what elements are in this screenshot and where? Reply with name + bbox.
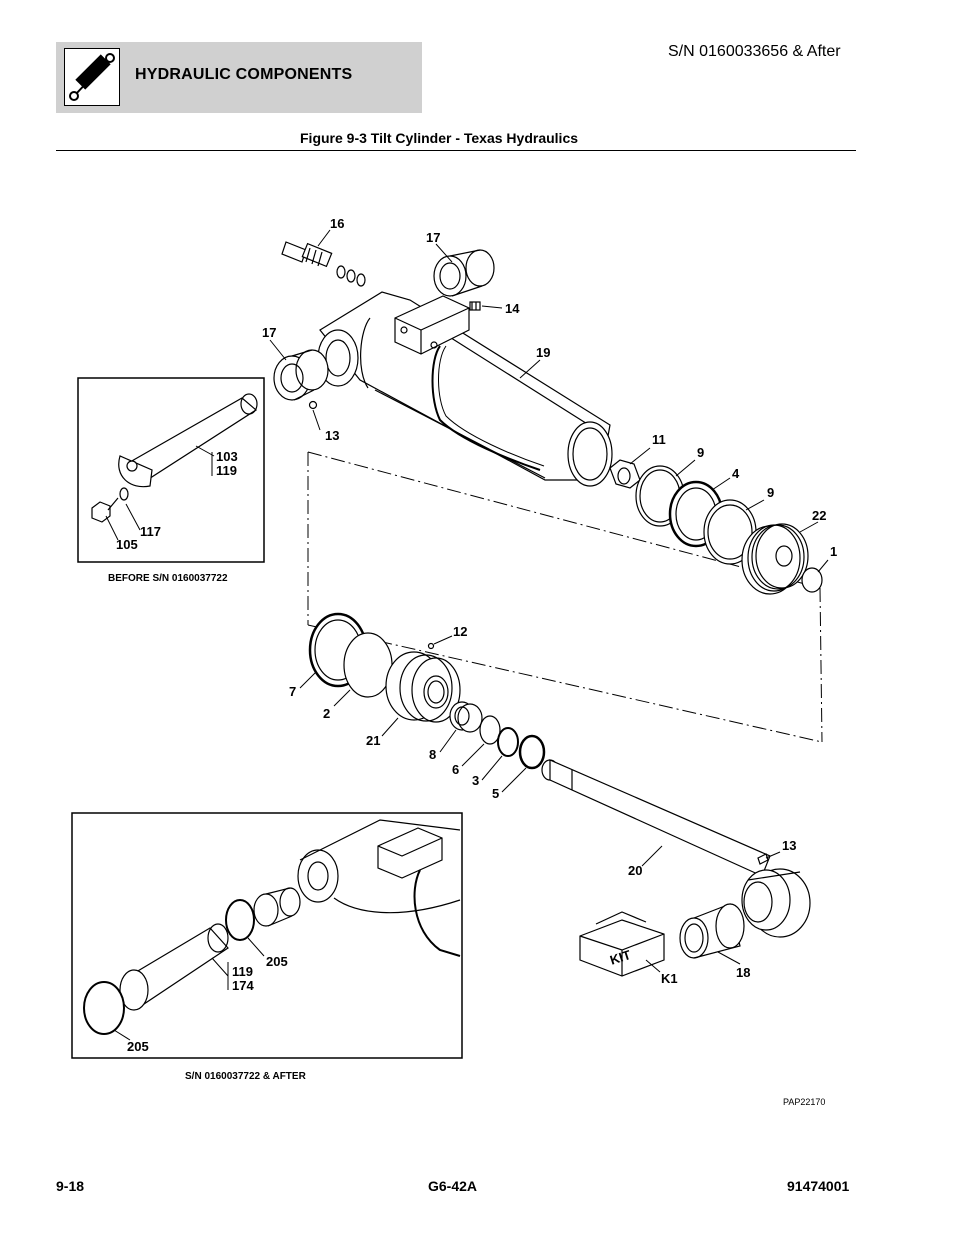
wiper-5 <box>518 734 546 770</box>
document-number: 91474001 <box>787 1178 850 1194</box>
part-callouts: 16 17 14 17 19 13 11 9 4 9 22 1 12 7 2 2… <box>116 216 837 1054</box>
callout-13-upper: 13 <box>325 428 339 443</box>
callout-21: 21 <box>366 733 380 748</box>
callout-22: 22 <box>812 508 826 523</box>
kit-label: KIT <box>608 947 633 968</box>
snap-ring-205b <box>83 981 125 1035</box>
callout-13-rod: 13 <box>782 838 796 853</box>
piston <box>741 523 809 595</box>
piston-nut <box>609 459 641 489</box>
cylinder-head <box>385 651 461 723</box>
callout-105: 105 <box>116 537 138 552</box>
callout-117: 117 <box>140 524 161 539</box>
snap-ring-205a <box>225 899 255 941</box>
rod-end-bushing <box>679 903 745 959</box>
model-number: G6-42A <box>428 1178 478 1194</box>
bushing-left <box>273 349 329 401</box>
grease-fitting <box>469 301 481 311</box>
seal-kit-box <box>579 911 665 977</box>
callout-19: 19 <box>536 345 550 360</box>
barrel-detail <box>297 819 461 957</box>
pin-after <box>119 923 229 1011</box>
grease-fitting-rod <box>757 853 769 865</box>
callout-12: 12 <box>453 624 467 639</box>
hydraulic-cylinder-icon <box>64 48 120 106</box>
inset-before-frame <box>77 377 265 563</box>
rod-seal-6 <box>479 715 501 745</box>
page-number: 9-18 <box>56 1178 85 1194</box>
callout-18: 18 <box>736 965 750 980</box>
callout-20: 20 <box>628 863 642 878</box>
piston-rod <box>541 759 811 938</box>
rod-bushing-8 <box>449 701 483 733</box>
drawing-id: PAP22170 <box>783 1097 826 1107</box>
callout-11: 11 <box>652 432 666 447</box>
callout-119-before: 119 <box>216 463 237 478</box>
callout-6: 6 <box>452 762 459 777</box>
figure-title: Figure 9-3 Tilt Cylinder - Texas Hydraul… <box>300 130 579 146</box>
inset-before-caption: BEFORE S/N 0160037722 <box>108 573 228 584</box>
grease-fitting-lower <box>308 400 318 410</box>
inset-after-caption: S/N 0160037722 & AFTER <box>185 1071 306 1082</box>
callout-7: 7 <box>289 684 296 699</box>
section-header: HYDRAULIC COMPONENTS <box>56 42 422 113</box>
callout-9-first: 9 <box>697 445 704 460</box>
callout-205-lower: 205 <box>127 1039 149 1054</box>
bolt-105 <box>91 497 119 523</box>
inset-after-frame <box>71 812 463 1059</box>
callout-1: 1 <box>830 544 837 559</box>
callout-3: 3 <box>472 773 479 788</box>
o-ring-2 <box>343 632 393 698</box>
relief-valve-cartridge <box>281 241 366 287</box>
leader-lines <box>105 229 829 1041</box>
callout-17-left: 17 <box>262 325 276 340</box>
callout-4: 4 <box>732 466 740 481</box>
bushing-after <box>253 887 301 927</box>
pin-with-plate <box>118 393 258 488</box>
callout-174: 174 <box>232 978 254 993</box>
callout-2: 2 <box>323 706 330 721</box>
cylinder-barrel <box>317 291 613 487</box>
section-title: HYDRAULIC COMPONENTS <box>135 66 353 83</box>
callout-14: 14 <box>505 301 520 316</box>
callout-8: 8 <box>429 747 436 762</box>
backup-ring-3 <box>497 727 519 757</box>
callout-k1: K1 <box>661 971 678 986</box>
callout-17-upper: 17 <box>426 230 440 245</box>
callout-205-upper: 205 <box>266 954 288 969</box>
washer-117 <box>119 487 129 501</box>
callout-5: 5 <box>492 786 499 801</box>
header-rule <box>56 150 856 151</box>
callout-119-after: 119 <box>232 964 253 979</box>
assembly-guide-lines <box>307 451 823 743</box>
callout-103: 103 <box>216 449 238 464</box>
bushing-upper <box>433 249 495 297</box>
set-screw-12 <box>427 642 435 650</box>
callout-16: 16 <box>330 216 344 231</box>
o-ring-1 <box>801 567 823 593</box>
serial-range: S/N 0160033656 & After <box>668 43 841 60</box>
callout-9-second: 9 <box>767 485 774 500</box>
